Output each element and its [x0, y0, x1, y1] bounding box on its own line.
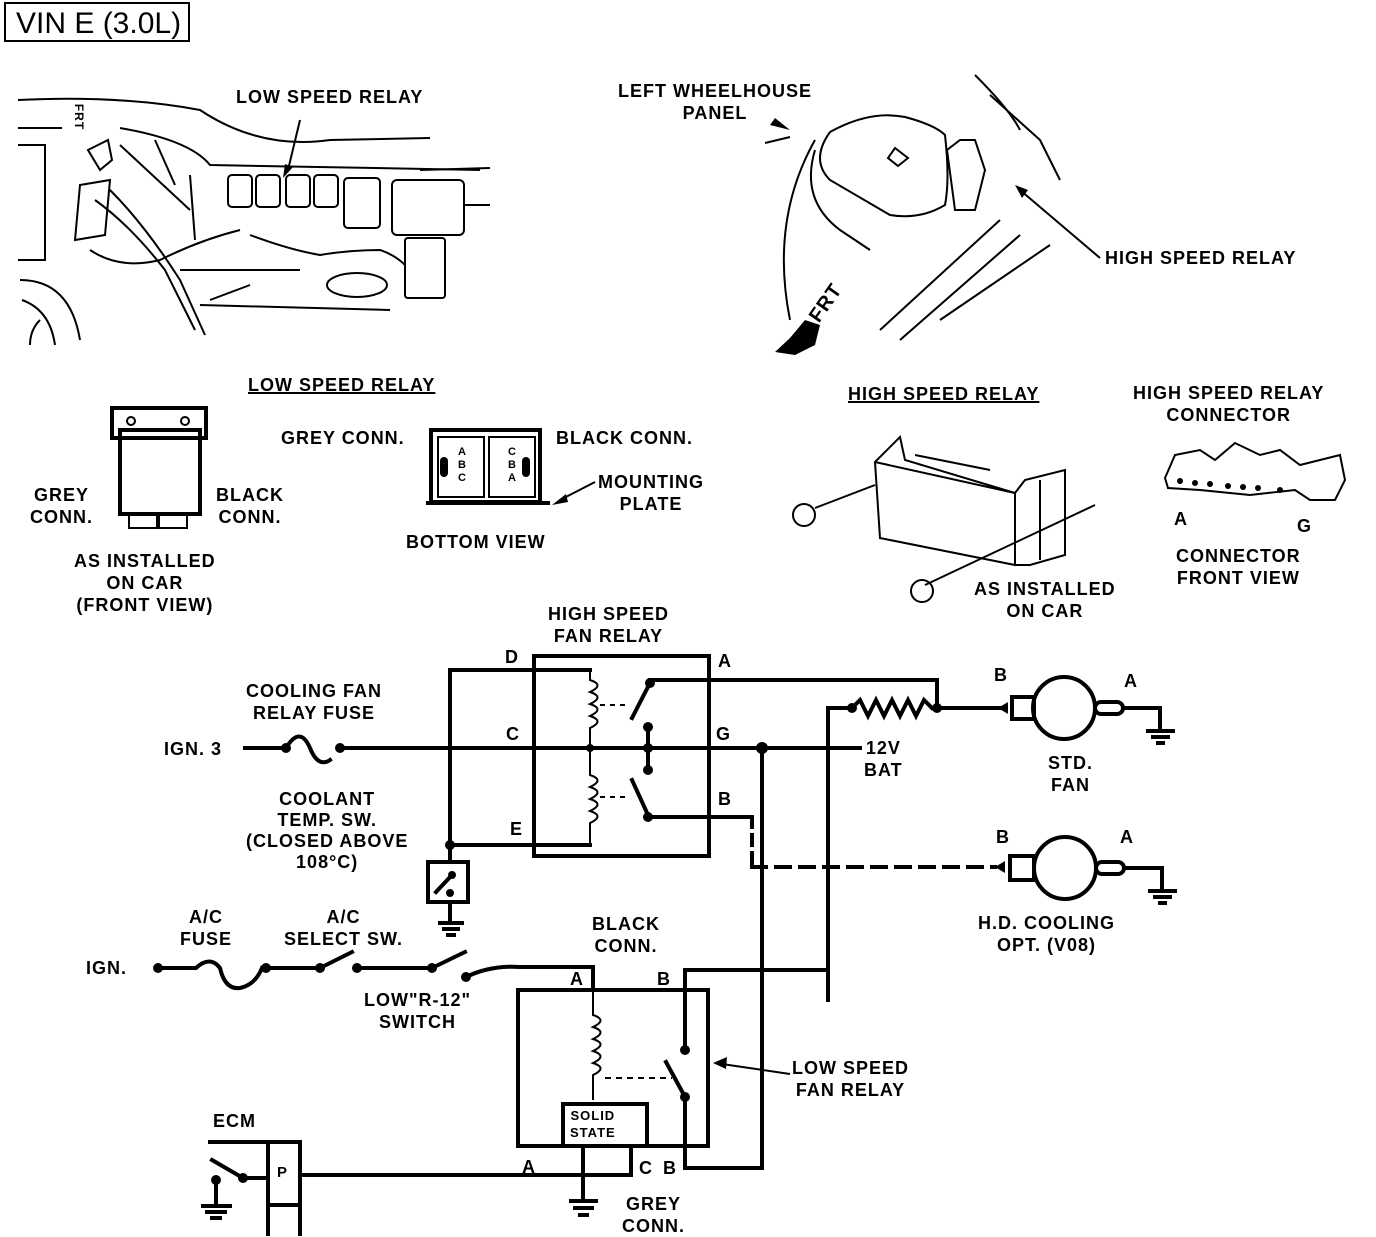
lsr-pin-top-a: A	[570, 969, 584, 989]
hd-fan-label: H.D. COOLING OPT. (V08)	[978, 913, 1115, 955]
frt-direction-marker-left: FRT	[72, 103, 87, 131]
ecm-pin-p: P	[277, 1164, 289, 1181]
high-speed-relay-caption: AS INSTALLED ON CAR	[974, 579, 1116, 621]
grey-pin-a: A	[458, 446, 466, 458]
battery-label: 12V BAT	[864, 738, 903, 780]
title-box: VIN E (3.0L)	[4, 2, 190, 42]
front-view-grey-conn-label: GREY CONN.	[30, 485, 93, 527]
low-speed-relay-callout: LOW SPEED RELAY	[236, 87, 424, 107]
ac-select-switch-label: A/C SELECT SW.	[284, 907, 404, 949]
pin-a: A	[718, 651, 732, 671]
low-speed-relay-bottom-view	[426, 428, 596, 505]
bottom-view-black-conn-label: BLACK CONN.	[556, 428, 693, 448]
high-speed-relay-callout: HIGH SPEED RELAY	[1105, 248, 1297, 268]
front-view-caption: AS INSTALLED ON CAR (FRONT VIEW)	[74, 551, 216, 615]
high-speed-fan-relay-label: HIGH SPEED FAN RELAY	[548, 604, 670, 646]
low-speed-fan-relay-label: LOW SPEED FAN RELAY	[792, 1058, 910, 1100]
lsr-pin-bot-c: C	[639, 1158, 653, 1178]
ign-label: IGN.	[86, 958, 128, 978]
bottom-view-grey-conn-label: GREY CONN.	[281, 428, 405, 448]
wheelhouse-illustration	[764, 74, 1101, 355]
connector-pin-a: A	[1174, 509, 1188, 529]
hd-fan-pin-a: A	[1120, 827, 1134, 847]
grey-pin-c: C	[458, 472, 466, 484]
std-fan-label: STD. FAN	[1048, 753, 1094, 795]
low-r12-switch-label: LOW"R-12" SWITCH	[364, 990, 472, 1032]
black-pin-c: C	[508, 446, 516, 458]
connector-heading: HIGH SPEED RELAY CONNECTOR	[1133, 383, 1325, 425]
grey-pin-b: B	[458, 459, 466, 471]
pin-c: C	[506, 724, 520, 744]
black-conn-label: BLACK CONN.	[592, 914, 660, 956]
grey-conn-label: GREY CONN.	[622, 1194, 685, 1236]
schematic-wiring	[153, 654, 1177, 1236]
lsr-pin-bot-b: B	[663, 1158, 677, 1178]
ac-fuse-label: A/C FUSE	[180, 907, 233, 949]
cooling-fan-relay-fuse-label: COOLING FAN RELAY FUSE	[246, 681, 382, 723]
high-speed-relay-isometric	[792, 434, 1096, 603]
pin-b: B	[718, 789, 732, 809]
high-speed-relay-connector	[1163, 441, 1347, 501]
lsr-pin-top-b: B	[657, 969, 671, 989]
std-fan-pin-a: A	[1124, 671, 1138, 691]
mounting-plate-label: MOUNTING PLATE	[598, 472, 704, 514]
left-wheelhouse-panel-callout: LEFT WHEELHOUSE PANEL	[618, 81, 812, 123]
black-pin-a: A	[508, 472, 516, 484]
connector-pin-g: G	[1297, 516, 1313, 536]
high-speed-relay-heading: HIGH SPEED RELAY	[848, 384, 1040, 404]
solid-state-label: SOLID STATE	[570, 1108, 616, 1140]
diagram-title: VIN E (3.0L)	[16, 7, 182, 40]
low-speed-relay-front-view	[110, 406, 208, 529]
pin-e: E	[510, 819, 524, 839]
std-fan-pin-b: B	[994, 665, 1008, 685]
front-view-black-conn-label: BLACK CONN.	[216, 485, 284, 527]
pin-g: G	[716, 724, 732, 744]
black-pin-b: B	[508, 459, 516, 471]
hd-fan-pin-b: B	[996, 827, 1010, 847]
ign3-label: IGN. 3	[164, 739, 223, 759]
low-speed-relay-heading: LOW SPEED RELAY	[248, 375, 436, 395]
connector-caption: CONNECTOR FRONT VIEW	[1176, 546, 1301, 588]
engine-bay-illustration	[17, 97, 491, 346]
pin-d: D	[505, 647, 519, 667]
ecm-label: ECM	[213, 1111, 256, 1131]
high-speed-fan-relay-box	[532, 654, 711, 858]
coolant-temp-switch-label: COOLANT TEMP. SW. (CLOSED ABOVE 108°C)	[246, 789, 409, 872]
lsr-pin-bot-a: A	[522, 1157, 536, 1177]
bottom-view-caption: BOTTOM VIEW	[406, 532, 546, 552]
